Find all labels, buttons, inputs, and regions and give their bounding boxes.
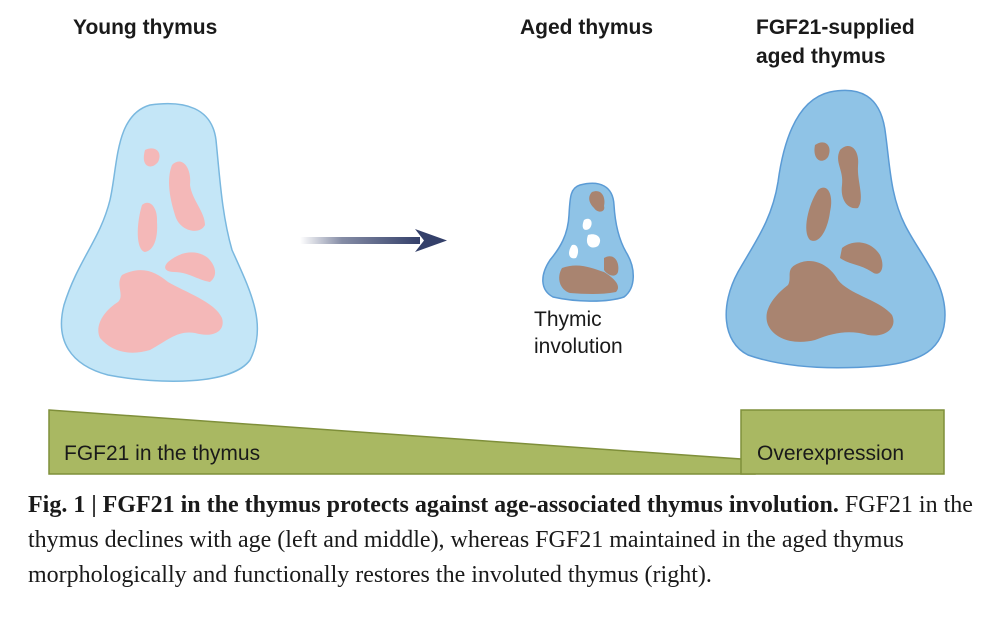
fgf21-thymus-title-line1: FGF21-supplied xyxy=(756,16,915,39)
aged-thymus-spot xyxy=(604,256,619,276)
aged-thymus-spot xyxy=(589,191,605,212)
fgf21-thymus-title-line2: aged thymus xyxy=(756,45,886,68)
young-thymus-spot xyxy=(143,148,160,167)
young-thymus-spot xyxy=(98,270,223,353)
young-thymus-spot xyxy=(165,252,216,282)
thymus-diagram xyxy=(48,89,946,475)
aged-thymus-white-spot xyxy=(569,244,579,259)
caption-body: FGF21 in the thymus declines with age (l… xyxy=(28,492,973,588)
young-thymus xyxy=(60,102,259,382)
aging-arrow xyxy=(300,229,447,252)
aged-thymus-white-spot xyxy=(582,218,592,230)
arrow-head xyxy=(415,229,447,252)
young-thymus-spot xyxy=(169,161,205,231)
aged-thymus-title: Aged thymus xyxy=(520,16,654,39)
figure-caption: Fig. 1 | FGF21 in the thymus protects ag… xyxy=(28,488,978,593)
caption-title: FGF21 in the thymus protects against age… xyxy=(102,492,839,518)
thymic-involution-label-line2: involution xyxy=(534,335,623,358)
fgf21-thymus-spot xyxy=(806,187,832,241)
thymic-involution-label-line1: Thymic xyxy=(534,308,602,331)
fgf21-declining-label: FGF21 in the thymus xyxy=(64,442,261,465)
young-thymus-spot xyxy=(137,202,158,252)
fgf21-thymus-spot xyxy=(840,242,883,274)
aged-thymus-spot xyxy=(559,265,619,294)
fgf21-thymus-spot xyxy=(838,145,861,209)
caption-separator: | xyxy=(85,492,103,518)
fgf21-thymus xyxy=(725,89,946,369)
fgf21-overexpression-bar xyxy=(740,409,945,475)
aged-thymus-white-spot xyxy=(586,234,601,248)
fgf21-thymus-spot xyxy=(766,260,894,342)
fgf21-thymus-spot xyxy=(814,142,830,161)
aged-thymus xyxy=(542,182,634,302)
young-thymus-title: Young thymus xyxy=(73,16,218,39)
caption-prefix: Fig. 1 xyxy=(28,492,86,518)
overexpression-label: Overexpression xyxy=(757,442,905,465)
